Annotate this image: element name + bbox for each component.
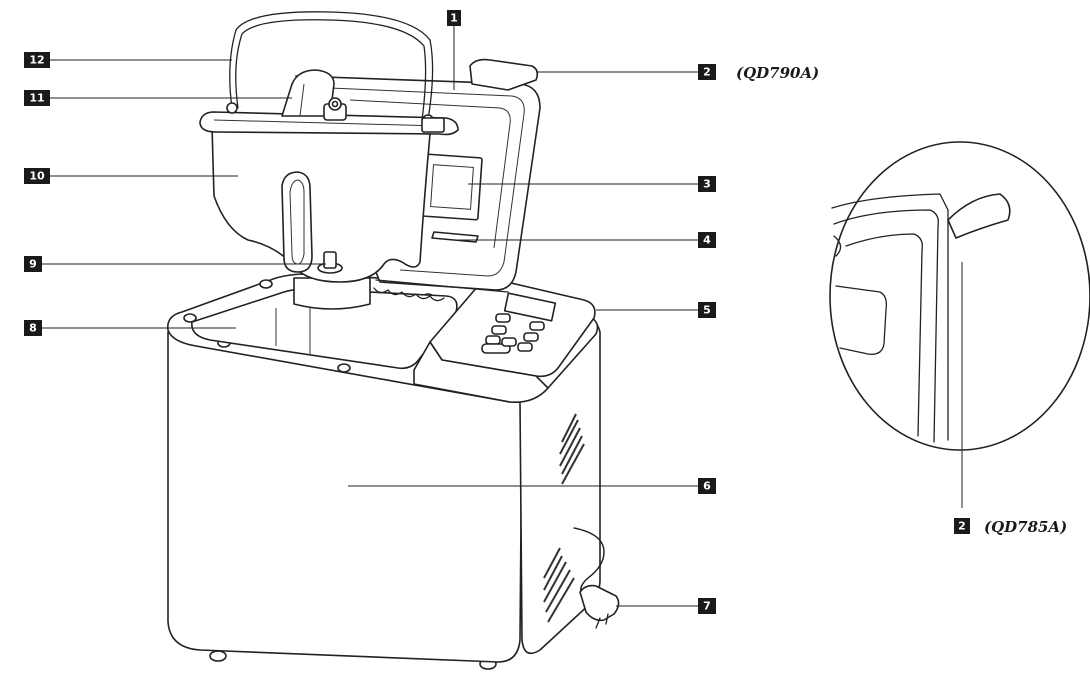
- detail-view: [829, 141, 1090, 451]
- side-vents: [543, 413, 585, 623]
- callout-5: 5: [698, 302, 716, 318]
- callout-6: 6: [698, 478, 716, 494]
- svg-text:12: 12: [29, 54, 44, 67]
- svg-text:5: 5: [703, 304, 711, 317]
- model-label-main: (QD790A): [736, 64, 819, 82]
- model-label-detail: (QD785A): [984, 518, 1067, 536]
- callout-3: 3: [698, 176, 716, 192]
- svg-text:2: 2: [703, 66, 711, 79]
- callout-10: 10: [24, 168, 50, 184]
- svg-text:9: 9: [29, 258, 37, 271]
- leader-lines: [42, 26, 963, 607]
- callout-2: 2: [698, 64, 716, 80]
- svg-text:2: 2: [958, 520, 966, 533]
- svg-text:8: 8: [29, 322, 37, 335]
- svg-text:1: 1: [450, 12, 458, 25]
- detail-callout-2: 2: [954, 518, 970, 534]
- callout-12: 12: [24, 52, 50, 68]
- svg-text:6: 6: [703, 480, 711, 493]
- callout-11: 11: [24, 90, 50, 106]
- callout-8: 8: [24, 320, 42, 336]
- svg-text:11: 11: [29, 92, 44, 105]
- svg-text:7: 7: [703, 600, 711, 613]
- callout-7: 7: [698, 598, 716, 614]
- bread-pan: [199, 11, 459, 310]
- callout-4: 4: [698, 232, 716, 248]
- control-buttons: [481, 313, 545, 354]
- callout-9: 9: [24, 256, 42, 272]
- svg-text:10: 10: [29, 170, 45, 183]
- svg-text:3: 3: [703, 178, 711, 191]
- callout-1: 1: [447, 10, 461, 26]
- svg-text:4: 4: [703, 234, 711, 247]
